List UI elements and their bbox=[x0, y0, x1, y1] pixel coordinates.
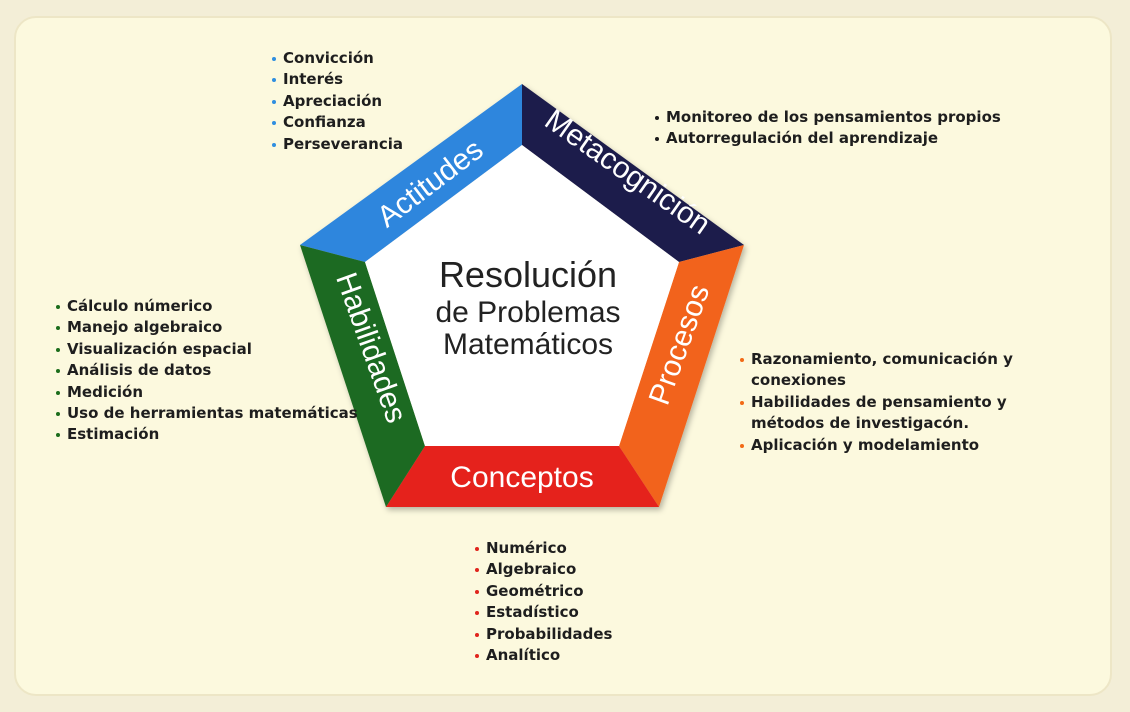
list-item: Habilidades de pensamiento y métodos de … bbox=[740, 392, 1080, 435]
list-item: Uso de herramientas matemáticas bbox=[56, 403, 358, 424]
side-metacognicion bbox=[522, 84, 744, 262]
list-item: Estimación bbox=[56, 424, 358, 445]
list-item: Medición bbox=[56, 382, 358, 403]
list-item: Estadístico bbox=[475, 602, 612, 623]
title-line-3: Matemáticos bbox=[443, 328, 613, 361]
list-item: Perseverancia bbox=[272, 134, 403, 155]
list-item: Analítico bbox=[475, 645, 612, 666]
list-item: Análisis de datos bbox=[56, 360, 358, 381]
side-conceptos bbox=[386, 446, 659, 507]
list-item: Apreciación bbox=[272, 91, 403, 112]
side-actitudes bbox=[300, 84, 522, 262]
list-item: Razonamiento, comunicación y conexiones bbox=[740, 349, 1080, 392]
list-item: Cálculo númerico bbox=[56, 296, 358, 317]
list-item: Monitoreo de los pensamientos propios bbox=[655, 107, 1001, 128]
side-procesos bbox=[619, 245, 744, 507]
list-item: Autorregulación del aprendizaje bbox=[655, 128, 1001, 149]
list-item: Algebraico bbox=[475, 559, 612, 580]
title-line-1: Resolución bbox=[439, 254, 617, 295]
list-item: Confianza bbox=[272, 112, 403, 133]
list-item: Probabilidades bbox=[475, 624, 612, 645]
list-item: Numérico bbox=[475, 538, 612, 559]
center-title: Resolución de Problemas Matemáticos bbox=[435, 254, 620, 361]
title-line-2: de Problemas bbox=[435, 296, 620, 329]
list-item: Visualización espacial bbox=[56, 339, 358, 360]
list-item: Convicción bbox=[272, 48, 403, 69]
list-item: Manejo algebraico bbox=[56, 317, 358, 338]
side-habilidades bbox=[300, 245, 425, 507]
pentagon-center bbox=[365, 145, 679, 446]
list-item: Aplicación y modelamiento bbox=[740, 435, 1080, 456]
side-label-conceptos: Conceptos bbox=[450, 461, 593, 494]
list-item: Interés bbox=[272, 69, 403, 90]
list-item: Geométrico bbox=[475, 581, 612, 602]
